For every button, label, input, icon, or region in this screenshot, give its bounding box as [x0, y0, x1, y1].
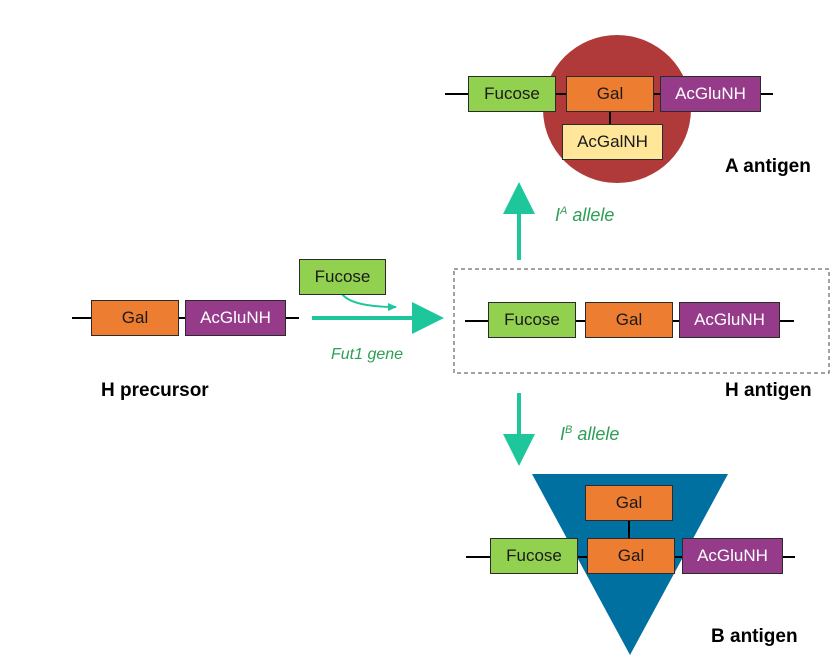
b-antigen-label: B antigen: [711, 626, 798, 647]
b-antigen-branch-link: [628, 520, 630, 540]
allele-b-word: allele: [572, 424, 620, 444]
h-precursor-gal-box: Gal: [91, 300, 179, 336]
h-antigen-acglunh-box: AcGluNH: [679, 302, 780, 338]
h-antigen-label: H antigen: [725, 380, 812, 401]
allele-b-label: IB allele: [560, 424, 619, 445]
b-antigen-branch-gal-box: Gal: [585, 485, 673, 521]
a-antigen-fucose-box: Fucose: [468, 76, 556, 112]
b-antigen-gal-box: Gal: [587, 538, 675, 574]
h-precursor-label: H precursor: [101, 380, 209, 401]
a-antigen-branch-link: [609, 110, 611, 126]
fucose-transfer-curve: [341, 293, 397, 311]
h-antigen-fucose-box: Fucose: [488, 302, 576, 338]
allele-b-superscript: B: [565, 424, 573, 436]
allele-a-word: allele: [567, 205, 615, 225]
fut1-gene-label: Fut1 gene: [331, 346, 404, 363]
b-antigen-acglunh-box: AcGluNH: [682, 538, 783, 574]
a-antigen-acgalnh-box: AcGalNH: [562, 124, 663, 160]
allele-b-letter: I: [560, 424, 566, 444]
b-antigen-fucose-box: Fucose: [490, 538, 578, 574]
h-antigen-gal-box: Gal: [585, 302, 673, 338]
h-precursor-acglunh-box: AcGluNH: [185, 300, 286, 336]
allele-a-letter: I: [555, 205, 561, 225]
a-antigen-label: A antigen: [725, 156, 811, 177]
allele-a-superscript: A: [560, 205, 568, 217]
a-antigen-acglunh-box: AcGluNH: [660, 76, 761, 112]
allele-a-label: IA allele: [555, 205, 614, 226]
h-antigen-dashed-frame: [453, 268, 830, 374]
fut1-fucose-box: Fucose: [299, 259, 386, 295]
a-antigen-gal-box: Gal: [566, 76, 654, 112]
